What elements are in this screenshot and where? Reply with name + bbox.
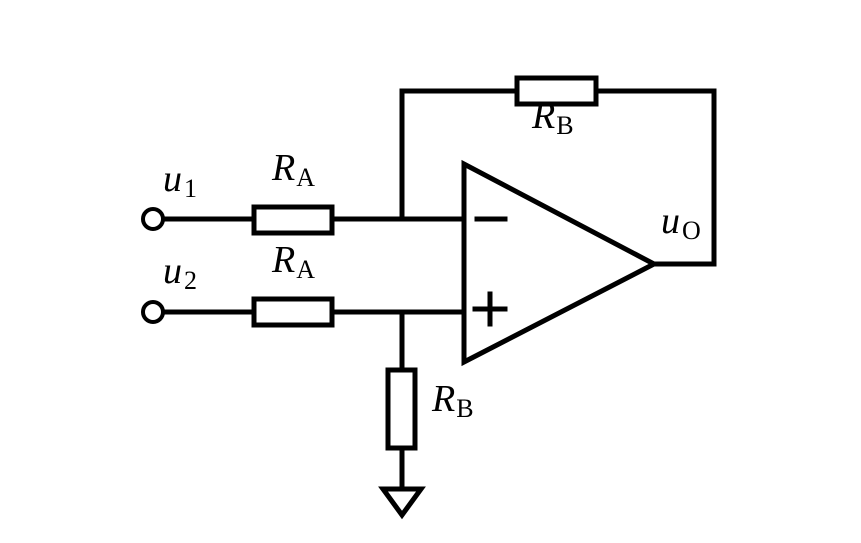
label-ra-top: RA <box>271 147 315 192</box>
label-u1-subscript: 1 <box>184 174 197 203</box>
label-ra-bottom-subscript: A <box>296 255 315 284</box>
wire-feedback-right <box>593 88 717 267</box>
noninverting-plus-sign <box>472 291 508 327</box>
label-rb-feedback-symbol: R <box>531 95 555 137</box>
label-ra-bottom: RA <box>271 239 315 284</box>
resistor-ra-bottom <box>251 296 335 328</box>
label-u2-symbol: u <box>163 250 182 292</box>
label-u1: u1 <box>163 158 197 203</box>
label-ra-bottom-symbol: R <box>271 239 295 281</box>
label-uo-symbol: u <box>661 200 680 242</box>
ground-icon <box>378 486 426 520</box>
input-terminal-u1 <box>141 207 165 231</box>
resistor-rb-feedback <box>514 75 599 107</box>
resistor-ra-top <box>251 204 335 236</box>
label-ra-top-subscript: A <box>296 163 315 192</box>
label-ra-top-symbol: R <box>271 147 295 189</box>
wire-feedback-left <box>399 88 520 222</box>
label-u2: u2 <box>163 250 197 295</box>
label-uo-subscript: O <box>682 216 701 245</box>
label-u2-subscript: 2 <box>184 266 197 295</box>
resistor-rb-ground <box>385 367 418 451</box>
label-rb-feedback-subscript: B <box>556 111 573 140</box>
label-rb-feedback: RB <box>531 95 574 140</box>
op-amp-triangle <box>461 159 660 367</box>
wires <box>160 88 717 491</box>
label-rb-ground-subscript: B <box>456 394 473 423</box>
label-rb-ground: RB <box>431 378 474 423</box>
input-terminal-u2 <box>141 300 165 324</box>
label-rb-ground-symbol: R <box>431 378 455 420</box>
label-u1-symbol: u <box>163 158 182 200</box>
label-uo: uO <box>661 200 701 245</box>
